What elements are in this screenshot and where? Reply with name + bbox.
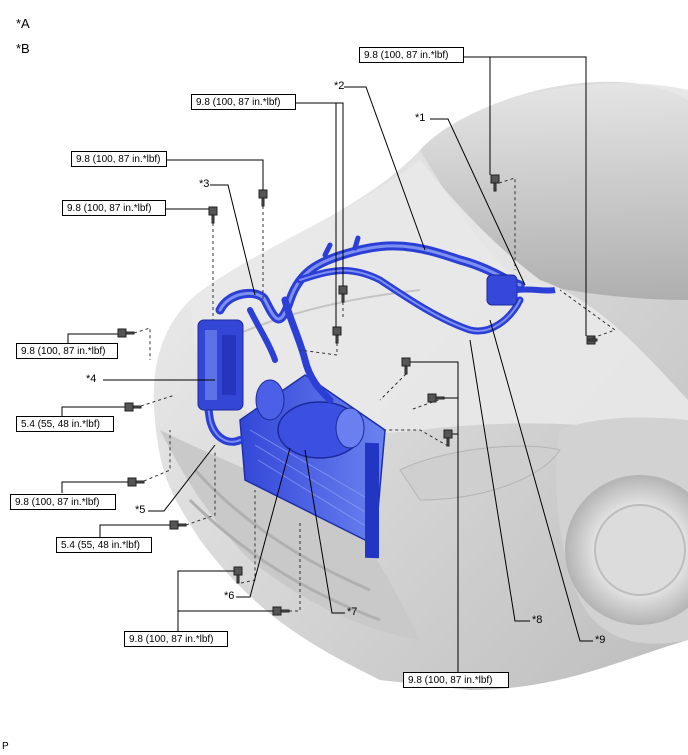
bolt [124,402,142,412]
car-body [153,81,688,690]
bolt [169,520,187,530]
torque-label: 9.8 (100, 87 in.*lbf) [191,94,296,110]
bolt [127,477,145,487]
callout-4: *4 [86,373,97,385]
torque-label: 5.4 (55, 48 in.*lbf) [16,416,114,432]
dashed-guides [133,177,617,612]
torque-label: 5.4 (55, 48 in.*lbf) [56,537,152,553]
callout-8: *8 [532,614,543,626]
callout-6: *6 [224,590,235,602]
torque-label: 9.8 (100, 87 in.*lbf) [403,672,509,688]
torque-label: 9.8 (100, 87 in.*lbf) [10,494,116,510]
callout-1: *2 [334,80,345,92]
callout-2: *1 [415,112,426,124]
callout-5: *5 [135,504,146,516]
torque-label: 9.8 (100, 87 in.*lbf) [124,631,228,647]
legend-b: *B [16,41,30,56]
receiver-cluster [197,319,244,411]
illustration-code: P [2,741,9,752]
legend-a: *A [16,16,30,31]
torque-label: 9.8 (100, 87 in.*lbf) [62,200,166,216]
bolt [258,189,268,207]
callout-9: *9 [595,634,606,646]
bolt [490,174,500,192]
bolt [208,206,218,224]
torque-label: 9.8 (100, 87 in.*lbf) [359,47,464,63]
bolt [117,328,135,338]
expansion-valve [486,274,556,306]
torque-label: 9.8 (100, 87 in.*lbf) [16,343,118,359]
callout-3: *3 [199,178,210,190]
torque-label: 9.8 (100, 87 in.*lbf) [71,151,167,167]
compressor [255,379,365,459]
callout-7: *7 [347,606,358,618]
leader-lines [61,56,593,673]
